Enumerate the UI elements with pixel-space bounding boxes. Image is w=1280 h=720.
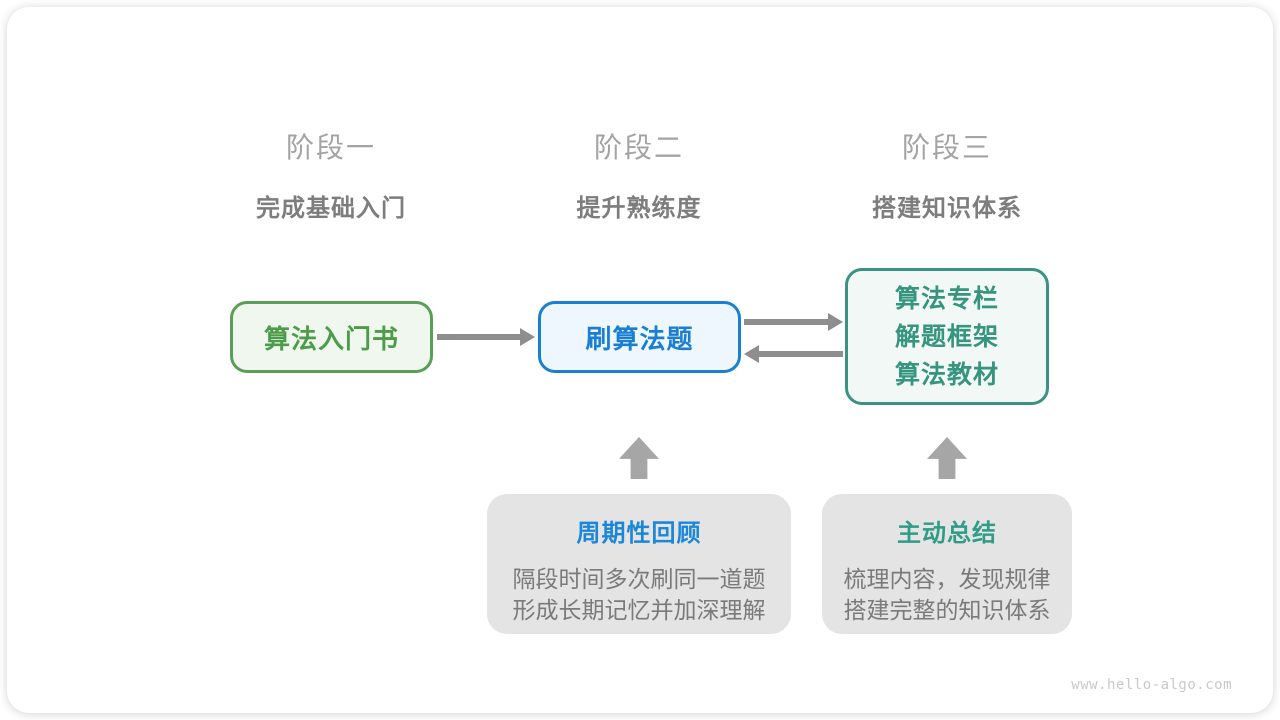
node-knowledge-system: 算法专栏 解题框架 算法教材 xyxy=(845,268,1049,405)
arrow-shaft xyxy=(757,351,843,357)
stage-3-subtitle: 搭建知识体系 xyxy=(872,195,1022,222)
arrow-head xyxy=(828,313,843,331)
callout-periodic-review-body: 隔段时间多次刷同一道题 形成长期记忆并加深理解 xyxy=(487,564,791,626)
stage-3-label: 阶段三 xyxy=(901,132,992,163)
knowledge-line-2: 解题框架 xyxy=(894,322,999,351)
callout-body-line: 隔段时间多次刷同一道题 xyxy=(512,566,766,592)
callout-body-line: 形成长期记忆并加深理解 xyxy=(512,597,766,623)
knowledge-line-1: 算法专栏 xyxy=(894,284,999,313)
callout-active-summary-title: 主动总结 xyxy=(897,520,997,547)
stage-1-subtitle: 完成基础入门 xyxy=(256,195,406,222)
arrow-right-icon xyxy=(744,313,843,331)
arrow-head xyxy=(520,328,535,346)
stage-3-header: 阶段三 搭建知识体系 xyxy=(787,126,1107,223)
arrow-shaft xyxy=(437,334,522,340)
watermark: www.hello-algo.com xyxy=(1071,677,1232,693)
callout-active-summary-body: 梳理内容，发现规律 搭建完整的知识体系 xyxy=(822,564,1072,626)
callout-periodic-review-title: 周期性回顾 xyxy=(576,520,702,547)
arrow-head xyxy=(744,345,759,363)
stage-2-subtitle: 提升熟练度 xyxy=(576,195,702,222)
stage-2-label: 阶段二 xyxy=(593,132,684,163)
arrow-shaft xyxy=(744,319,830,325)
stage-1-label: 阶段一 xyxy=(285,132,376,163)
node-intro-book-label: 算法入门书 xyxy=(263,323,399,354)
arrow-right-icon xyxy=(437,328,535,346)
callout-active-summary: 主动总结 梳理内容，发现规律 搭建完整的知识体系 xyxy=(822,494,1072,634)
stage-1-header: 阶段一 完成基础入门 xyxy=(171,126,491,223)
node-problem-practice-label: 刷算法题 xyxy=(585,323,694,354)
callout-periodic-review: 周期性回顾 隔段时间多次刷同一道题 形成长期记忆并加深理解 xyxy=(487,494,791,634)
node-intro-book: 算法入门书 xyxy=(230,301,433,373)
knowledge-line-3: 算法教材 xyxy=(894,360,999,389)
arrow-left-icon xyxy=(744,345,843,363)
node-problem-practice: 刷算法题 xyxy=(538,301,741,373)
callout-body-line: 梳理内容，发现规律 xyxy=(843,566,1051,592)
stage-2-header: 阶段二 提升熟练度 xyxy=(479,126,799,223)
callout-body-line: 搭建完整的知识体系 xyxy=(843,597,1051,623)
